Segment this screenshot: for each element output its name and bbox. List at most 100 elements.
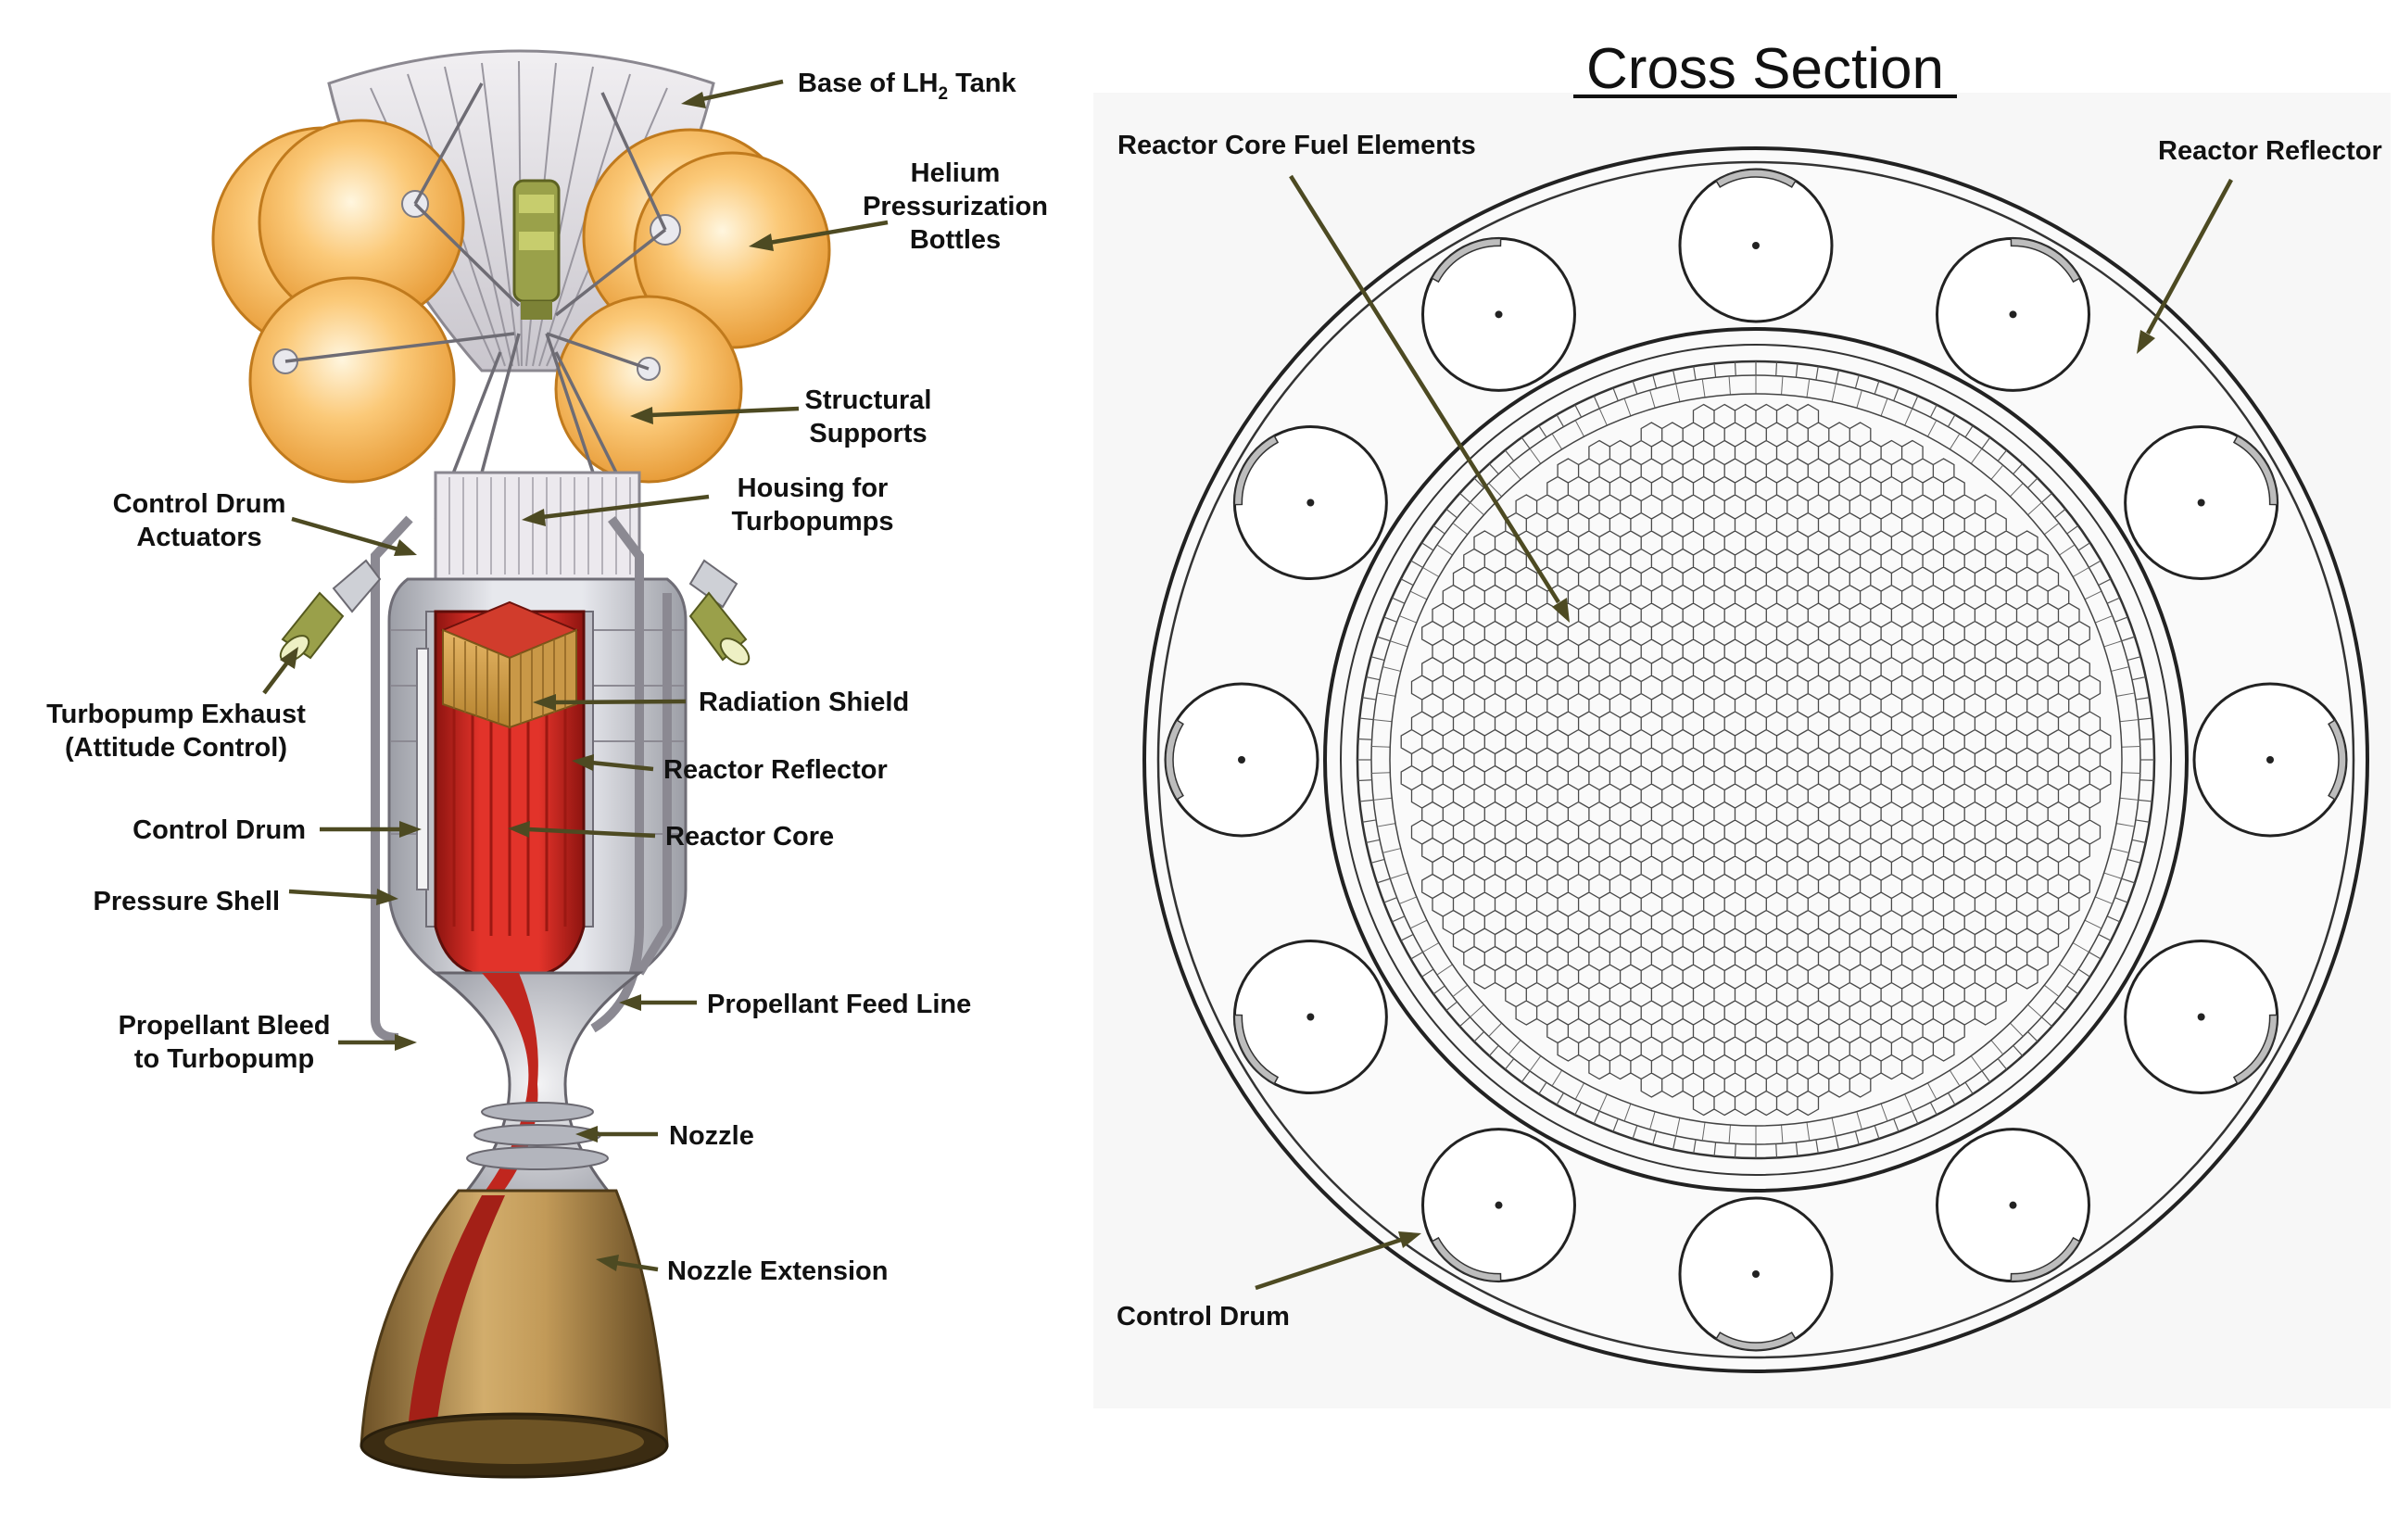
exhaust-line-1: Turbopump Exhaust (46, 700, 306, 729)
cross-section-reflector-label: Reactor Reflector (2158, 136, 2382, 166)
periphery-tick (1693, 1139, 1697, 1154)
periphery-tick (1376, 636, 1391, 642)
helium-line-2: Pressurization (863, 192, 1048, 221)
periphery-tick (2135, 697, 2150, 701)
actuators-line-1: Control Drum (113, 489, 286, 519)
periphery-tick (1675, 1117, 1681, 1137)
periphery-tick (2089, 951, 2101, 960)
control-drum (1936, 1128, 2090, 1283)
propellant-feed-line-label: Propellant Feed Line (707, 990, 971, 1019)
periphery-tick (2054, 1001, 2066, 1012)
periphery-tick (2106, 597, 2121, 604)
periphery-tick (1488, 1045, 1499, 1056)
periphery-tick (2041, 1016, 2052, 1028)
periphery-tick (1488, 483, 1502, 498)
periphery-tick (1947, 1092, 1956, 1105)
fuel-rods (452, 704, 567, 936)
periphery-tick (2041, 492, 2052, 503)
periphery-tick (1831, 1117, 1836, 1137)
periphery-tick (1593, 395, 1600, 410)
control-drum-strip (416, 648, 429, 890)
periphery-tick (1981, 1070, 1991, 1083)
periphery-tick (2010, 483, 2024, 498)
reactor-core-label: Reactor Core (665, 822, 834, 852)
periphery-tick (1470, 1004, 1484, 1018)
reflector-inner-ring (1156, 160, 2355, 1359)
periphery-tick (2013, 1045, 2024, 1056)
label-cross-section-control-drum: Control Drum (1117, 1231, 1421, 1332)
periphery-tick (1556, 1092, 1565, 1105)
periphery-tick (1929, 404, 1937, 418)
fuel-element-lattice (1400, 403, 2112, 1117)
periphery-tick (2121, 772, 2140, 774)
periphery-tick (1781, 375, 1784, 395)
periphery-tick (2114, 616, 2128, 623)
periphery-tick (1473, 477, 1484, 488)
reactor-reflector-label: Reactor Reflector (663, 755, 888, 785)
periphery-tick (2138, 717, 2152, 721)
periphery-tick (2098, 578, 2112, 587)
periphery-tick (2103, 640, 2122, 648)
periphery-tick (1815, 1139, 1819, 1154)
control-drum (1232, 940, 1388, 1094)
central-valve (512, 179, 561, 320)
periphery-tick (1371, 746, 1391, 748)
control-drums (1164, 168, 2348, 1352)
periphery-tick (2054, 508, 2066, 519)
periphery-tick (1377, 692, 1396, 697)
periphery-tick (1649, 1111, 1656, 1130)
cross-section-diagram: Cross Section Reactor Core Fuel Elements… (1093, 37, 2391, 1408)
periphery-tick (2027, 1004, 2042, 1018)
periphery-tick (1473, 1031, 1484, 1042)
periphery-tick (1556, 414, 1565, 427)
helium-line-3: Bottles (910, 225, 1001, 255)
periphery-tick (1376, 877, 1391, 884)
periphery-tick (1795, 1142, 1798, 1156)
periphery-tick (1632, 1125, 1638, 1140)
periphery-tick (1410, 951, 1423, 960)
label-housing-for-turbopumps: Housing for Turbopumps (522, 473, 894, 536)
periphery-tick (1551, 1069, 1563, 1087)
radiation-shield (440, 600, 579, 729)
nozzle-extension-label: Nozzle Extension (667, 1256, 889, 1286)
label-turbopump-exhaust: Turbopump Exhaust (Attitude Control) (46, 647, 306, 763)
periphery-tick (1874, 1125, 1880, 1140)
periphery-tick (1445, 1001, 1458, 1012)
periphery-tick (1432, 524, 1445, 535)
periphery-tick (1781, 1125, 1784, 1144)
fuel-elements-label: Reactor Core Fuel Elements (1117, 131, 1476, 160)
periphery-tick (1970, 448, 1983, 464)
periphery-tick (2127, 656, 2141, 662)
periphery-tick (1997, 449, 2008, 461)
periphery-tick (2089, 560, 2101, 569)
periphery-tick (2027, 501, 2042, 516)
label-propellant-feed-line: Propellant Feed Line (619, 990, 971, 1019)
periphery-tick (1529, 448, 1542, 464)
attitude-thrusters (279, 559, 751, 665)
control-drum (1936, 236, 2090, 392)
periphery-tick (1508, 1040, 1521, 1055)
periphery-tick (1997, 1058, 2008, 1070)
periphery-tick (1949, 433, 1961, 450)
control-drum (1421, 236, 1576, 392)
periphery-tick (1672, 1135, 1677, 1150)
housing-line-1: Housing for (738, 473, 889, 503)
periphery-tick (2139, 738, 2154, 740)
label-reactor-core: Reactor Core (508, 821, 834, 852)
periphery-tick (1970, 1055, 1983, 1072)
label-reactor-reflector: Reactor Reflector (572, 754, 888, 785)
periphery-tick (1854, 374, 1860, 389)
periphery-tick (1422, 942, 1440, 953)
label-structural-supports: Structural Supports (630, 385, 931, 448)
periphery-tick (1390, 640, 1408, 648)
periphery-tick (2027, 477, 2038, 488)
engine-illustration (211, 49, 831, 1479)
structural-line-1: Structural (805, 385, 932, 415)
periphery-tick (1893, 1118, 1899, 1132)
periphery-tick (1675, 383, 1681, 402)
periphery-tick (1383, 897, 1397, 903)
periphery-tick (2059, 964, 2076, 976)
periphery-tick (1856, 389, 1862, 409)
periphery-tick (1377, 823, 1396, 827)
label-helium-bottles: Helium Pressurization Bottles (749, 158, 1048, 255)
